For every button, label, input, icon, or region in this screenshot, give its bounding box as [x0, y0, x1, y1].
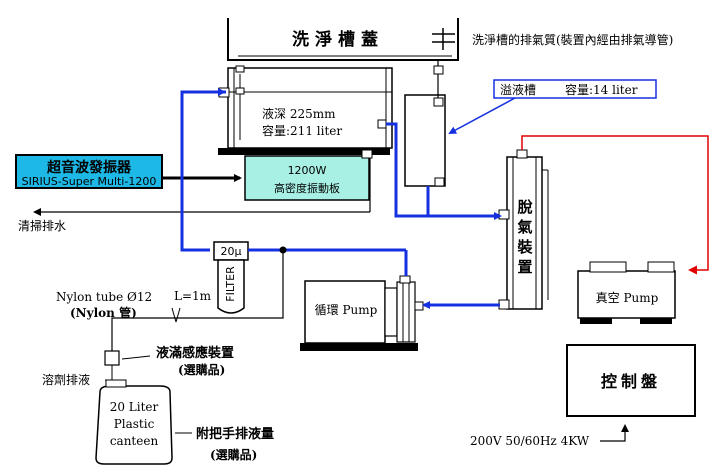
tube-length: L=1m	[174, 289, 212, 303]
level-sensor	[104, 350, 151, 381]
filter-rating: 20μ	[221, 245, 242, 258]
exhaust-note: 洗淨槽的排氣質(裝置內經由排氣導管)	[472, 32, 673, 47]
handle-note: 附把手排液量	[196, 426, 274, 442]
overflow-label: 溢液槽	[500, 82, 536, 97]
overflow-callout: 溢液槽 容量:14 liter	[448, 79, 657, 134]
sensor-label: 液滿感應裝置	[156, 345, 234, 361]
vacuum-line	[521, 135, 709, 275]
plastic-canteen: 20 Liter Plastic canteen	[95, 379, 192, 465]
canteen-line1: 20 Liter	[110, 400, 159, 414]
ultrasonic-generator: 超音波發振器 SIRIUS-Super Multi-1200	[15, 154, 163, 189]
circulation-pump-label: 循環 Pump	[315, 303, 378, 317]
generator-title: 超音波發振器	[46, 159, 132, 176]
power-spec: 200V 50/60Hz 4KW	[470, 434, 590, 448]
vibrator-label: 高密度振動板	[274, 181, 340, 195]
overflow-capacity: 容量:14 liter	[565, 82, 638, 97]
solvent-drain-label: 溶劑排液	[42, 372, 90, 387]
generator-model: SIRIUS-Super Multi-1200	[22, 175, 157, 188]
tube-material: (Nylon 管)	[70, 305, 137, 320]
tank-depth: 液深 225mm	[262, 106, 336, 121]
canteen-line3: canteen	[110, 434, 159, 448]
degasser-unit: 脫氣裝置	[498, 149, 549, 310]
vibration-plate: 1200W 高密度振動板	[244, 149, 373, 201]
tank-capacity: 容量:211 liter	[262, 123, 342, 138]
vacuum-pump-label: 真空 Pump	[596, 291, 659, 305]
solvent-drain-line	[111, 246, 287, 355]
vacuum-pump: 真空 Pump	[577, 261, 676, 324]
cleaning-tank: 液深 225mm 容量:211 liter	[218, 65, 393, 149]
control-panel-label: 控制盤	[601, 372, 661, 391]
overflow-tank	[404, 60, 446, 187]
control-panel: 控制盤	[566, 344, 696, 417]
flow-lines	[180, 88, 502, 309]
lid-label: 洗淨槽蓋	[292, 29, 384, 50]
circulation-pump: 循環 Pump	[300, 275, 424, 351]
tube-spec: Nylon tube Ø12	[56, 290, 152, 304]
canteen-line2: Plastic	[114, 417, 155, 431]
degasser-label: 脫氣裝置	[516, 198, 533, 276]
tank-base-plate	[218, 148, 390, 155]
handle-note-optional: (選購品)	[210, 447, 257, 462]
drain-label: 清掃排水	[18, 218, 66, 233]
filter-label: FILTER	[224, 266, 237, 302]
filter-unit: 20μ FILTER	[213, 241, 249, 314]
vibrator-power: 1200W	[288, 164, 327, 177]
power-input-arrow	[600, 424, 629, 442]
sensor-optional: (選購品)	[178, 362, 225, 377]
exhaust-duct-symbol	[432, 28, 455, 50]
lid: 洗淨槽蓋	[227, 18, 459, 61]
drain-line	[33, 158, 371, 216]
